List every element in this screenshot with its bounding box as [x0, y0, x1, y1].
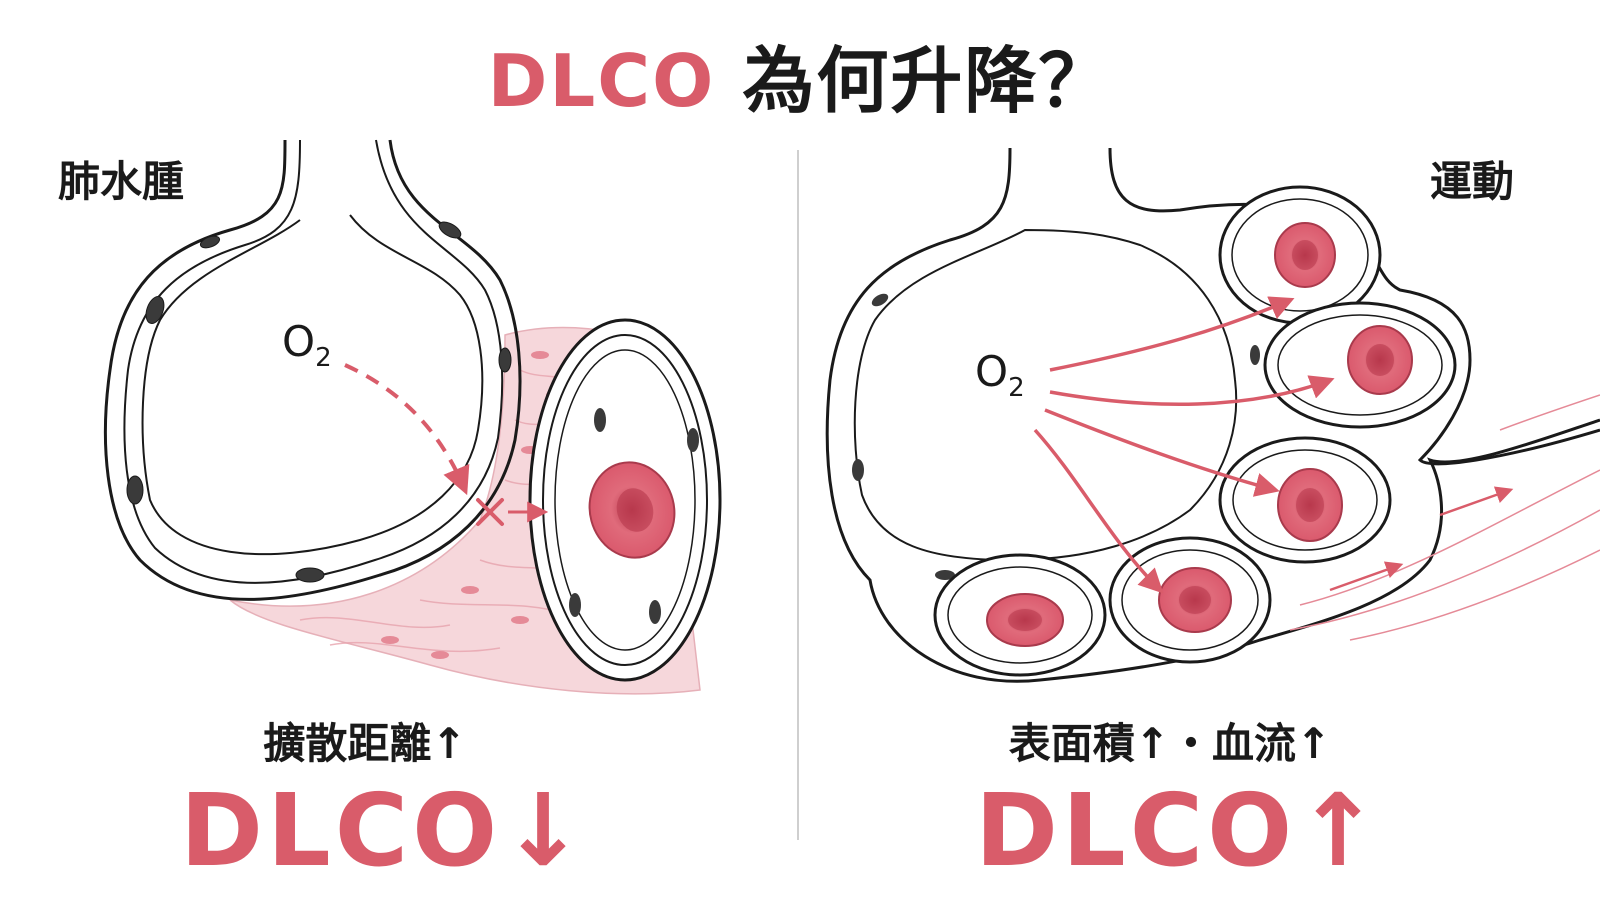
o2-arrow-3: [1044, 408, 1280, 497]
o2-arrow-4: [1033, 428, 1164, 594]
left-caption: 擴散距離↑: [263, 719, 467, 768]
right-panel-label: 運動: [1430, 157, 1515, 206]
exercise-illustration: O2: [825, 147, 1600, 683]
flow-arrow-1: [1329, 561, 1404, 592]
right-result: DLCO↑: [975, 772, 1384, 889]
right-caption: 表面積↑・血流↑: [1008, 719, 1332, 768]
blood-flow-lines: [1289, 394, 1600, 641]
o2-arrow-1: [1049, 296, 1295, 372]
o2-arrow-2: [1049, 375, 1335, 406]
edema-illustration: O2: [103, 139, 722, 695]
blocked-x-icon: [476, 498, 504, 526]
right-o2-label: O2: [975, 347, 1025, 403]
flow-arrow-2: [1439, 486, 1514, 517]
right-alveolus-wall: [825, 147, 1600, 683]
right-diffusion-arrows: [1033, 296, 1335, 594]
title-rest: 為何升降？: [715, 39, 1113, 123]
left-diffusion-path: [344, 363, 470, 496]
alveolus-wall: [103, 139, 522, 601]
title-accent: DLCO: [487, 39, 716, 123]
left-result: DLCO↓: [180, 772, 589, 889]
page-title: DLCO 為何升降？: [0, 22, 1600, 127]
left-o2-label: O2: [282, 317, 332, 373]
left-panel-label: 肺水腫: [58, 157, 185, 206]
panel-divider: [797, 150, 799, 840]
